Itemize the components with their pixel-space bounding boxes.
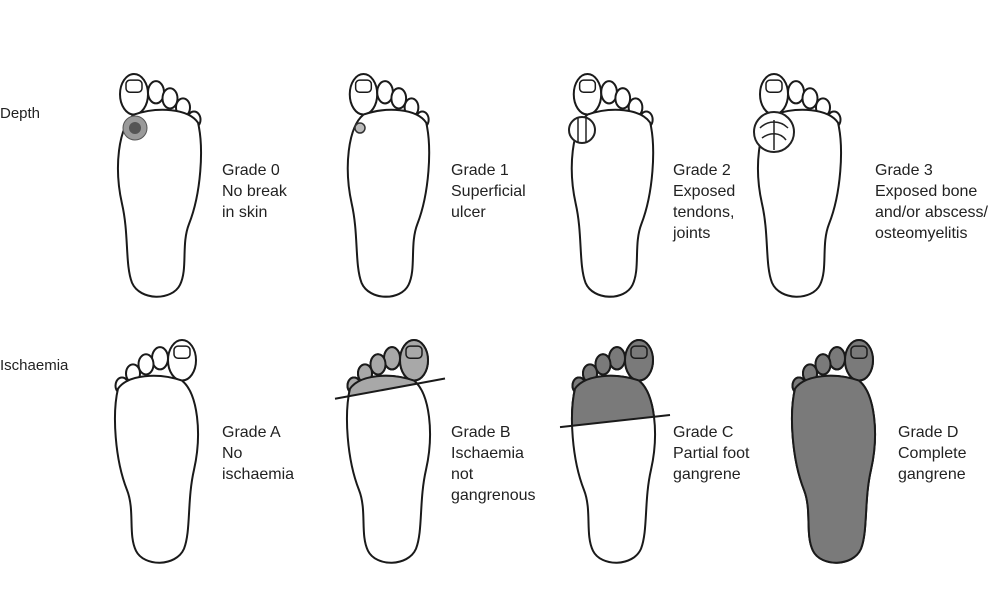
grade-title: Grade A — [222, 424, 281, 441]
sole-outline — [346, 108, 431, 298]
ischaemic-region — [346, 339, 431, 399]
grade-title: Grade 0 — [222, 162, 280, 179]
grade-desc: tendons, — [673, 204, 735, 221]
grade-desc: Partial foot — [673, 445, 750, 462]
grade-1-label: Grade 1 Superficial ulcer — [451, 160, 526, 223]
grade-desc: Superficial — [451, 183, 526, 200]
grade-desc: osteomyelitis — [875, 225, 968, 242]
grade-desc: No — [222, 445, 243, 462]
grade-3-label: Grade 3 Exposed bone and/or abscess/ ost… — [875, 160, 988, 244]
foot-grade-1 — [346, 72, 431, 298]
grade-desc: ischaemia — [222, 466, 295, 483]
grade-desc: Exposed bone — [875, 183, 978, 200]
demarcation-line — [559, 414, 671, 429]
foot-grade-d — [791, 339, 876, 564]
superficial-ulcer — [354, 122, 366, 134]
grade-desc: Exposed — [673, 183, 736, 200]
grade-title: Grade C — [673, 424, 734, 441]
grade-0-label: Grade 0 No break in skin — [222, 160, 287, 223]
ischaemic-region — [791, 339, 876, 564]
grade-desc: Complete — [898, 445, 967, 462]
row-label-depth: Depth — [0, 105, 41, 122]
grade-desc: Ischaemia — [451, 445, 524, 462]
toenail — [765, 79, 783, 94]
toe — [801, 87, 819, 110]
foot-grade-a — [114, 339, 199, 564]
grade-title: Grade 1 — [451, 162, 509, 179]
toenail — [578, 79, 597, 94]
grade-2-label: Grade 2 Exposed tendons, joints — [673, 160, 735, 244]
grade-desc: not — [451, 466, 474, 483]
grade-desc: ulcer — [451, 204, 486, 221]
exposed-bone — [759, 120, 789, 150]
grade-title: Grade D — [898, 424, 959, 441]
toenail — [850, 345, 868, 360]
toenail — [405, 345, 423, 360]
foot-grade-c — [559, 339, 671, 564]
toe — [161, 87, 179, 110]
foot-grade-0 — [117, 73, 202, 298]
grade-desc: No break — [222, 183, 287, 200]
foot-grade-3 — [757, 73, 842, 298]
grade-desc: gangrene — [673, 466, 741, 483]
sole-outline — [346, 374, 431, 564]
demarcation-line — [334, 377, 446, 400]
foot-grade-2 — [570, 72, 655, 298]
row-label-ischaemia: Ischaemia — [0, 357, 69, 374]
grade-title: Grade 3 — [875, 162, 933, 179]
toenail — [173, 345, 191, 360]
tendon-ulcer — [568, 116, 596, 144]
grade-a-label: Grade A No ischaemia — [222, 422, 294, 485]
grade-desc: and/or abscess/ — [875, 204, 988, 221]
grade-desc: gangrenous — [451, 487, 536, 504]
lesion-center — [129, 122, 141, 134]
grade-title: Grade B — [451, 424, 511, 441]
grade-desc: joints — [673, 225, 711, 242]
sole-outline — [114, 374, 199, 564]
toe — [137, 353, 155, 376]
foot-grade-b — [334, 339, 446, 564]
grade-desc: gangrene — [898, 466, 966, 483]
sole-outline — [570, 108, 655, 298]
grade-b-label: Grade B Ischaemia not gangrenous — [451, 422, 536, 506]
toenail — [630, 345, 648, 360]
grade-d-label: Grade D Complete gangrene — [898, 422, 966, 485]
toe — [390, 87, 408, 110]
toenail — [354, 79, 373, 94]
grade-desc: in skin — [222, 204, 268, 221]
sole-outline — [117, 108, 202, 298]
grade-title: Grade 2 — [673, 162, 731, 179]
grade-c-label: Grade C Partial foot gangrene — [673, 422, 749, 485]
sole-outline — [757, 108, 842, 298]
toenail — [125, 79, 143, 94]
toe — [614, 87, 632, 110]
